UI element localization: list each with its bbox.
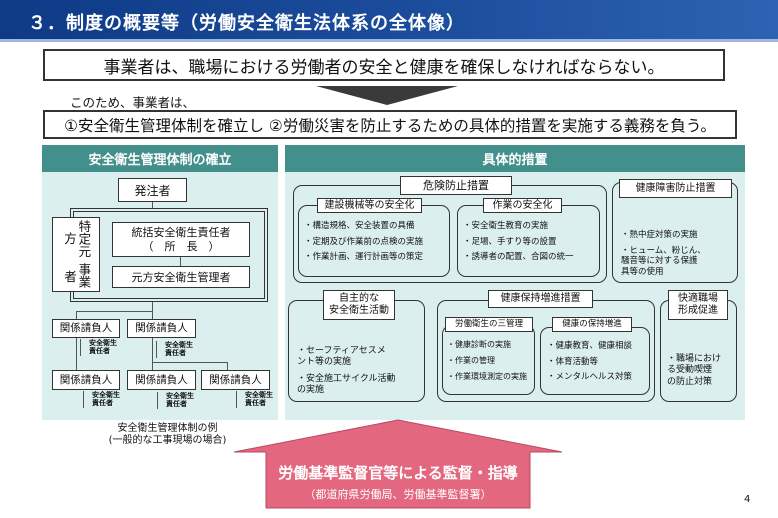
safety-officer-label: 安全衛生責任者 bbox=[236, 391, 273, 408]
subcontractor-box: 関係請負人 bbox=[127, 319, 196, 338]
subcontractor-box: 関係請負人 bbox=[127, 370, 196, 390]
measures-panel-title: 具体的措置 bbox=[285, 145, 745, 172]
subcontractor-box: 関係請負人 bbox=[201, 370, 270, 390]
intro-text: このため、事業者は、 bbox=[70, 95, 196, 110]
supervision-subtitle: （都道府県労働局、労働基準監督署） bbox=[304, 488, 492, 501]
voluntary-activity-title: 自主的な 安全衛生活動 bbox=[323, 290, 395, 320]
prime-manager-box: 元方安全衛生管理者 bbox=[112, 266, 250, 288]
health-maintenance-box: ・健康教育、健康相談・体育活動等・メンタルヘルス対策 bbox=[540, 327, 650, 395]
three-management-box: ・健康診断の実施・作業の管理・作業環境測定の実施 bbox=[442, 325, 535, 395]
machine-safety-box: ・構造規格、安全装置の具備・定期及び作業前の点検の実施・作業計画、運行計画等の策… bbox=[298, 205, 450, 277]
down-arrow-icon bbox=[316, 86, 458, 105]
subcontractor-box: 関係請負人 bbox=[52, 319, 120, 338]
slide-header: ３．制度の概要等（労働安全衛生法体系の全体像） bbox=[0, 0, 778, 42]
work-safety-title: 作業の安全化 bbox=[483, 198, 562, 213]
general-manager-box: 統括安全衛生責任者（ 所 長 ） bbox=[112, 222, 250, 257]
principle-box: 事業者は、職場における労働者の安全と健康を確保しなければならない。 bbox=[43, 49, 725, 81]
page-number: 4 bbox=[744, 494, 751, 505]
slide-title: ３．制度の概要等（労働安全衛生法体系の全体像） bbox=[28, 13, 465, 34]
safety-officer-label: 安全衛生責任者 bbox=[80, 339, 117, 356]
management-panel-title: 安全衛生管理体制の確立 bbox=[42, 145, 278, 172]
duties-box: ①安全衛生管理体制を確立し ②労働災害を防止するための具体的措置を実施する義務を… bbox=[43, 110, 737, 139]
prime-contractor-box: 特定元方事業者 bbox=[52, 217, 100, 292]
orderer-box: 発注者 bbox=[118, 178, 187, 202]
health-hazard-title: 健康障害防止措置 bbox=[619, 179, 732, 198]
safety-officer-label: 安全衛生責任者 bbox=[157, 392, 194, 409]
safety-officer-label: 安全衛生責任者 bbox=[83, 391, 120, 408]
management-caption: 安全衛生管理体制の例(一般的な工事現場の場合) bbox=[108, 423, 227, 446]
subcontractor-box: 関係請負人 bbox=[52, 370, 120, 390]
safety-officer-label: 安全衛生責任者 bbox=[156, 341, 193, 358]
machine-safety-title: 建設機械等の安全化 bbox=[317, 198, 422, 213]
supervision-title: 労働基準監督官等による監督・指導 bbox=[278, 464, 518, 482]
principle-text: 事業者は、職場における労働者の安全と健康を確保しなければならない。 bbox=[103, 57, 665, 78]
duties-text: ①安全衛生管理体制を確立し ②労働災害を防止するための具体的措置を実施する義務を… bbox=[64, 116, 716, 135]
danger-prevention-title: 危険防止措置 bbox=[400, 176, 512, 195]
three-management-title: 労働衛生の三管理 bbox=[445, 317, 533, 332]
health-maintenance-title: 健康の保持増進 bbox=[552, 317, 632, 332]
work-safety-box: ・安全衛生教育の実施・足場、手すり等の設置・誘導者の配置、合図の統一 bbox=[457, 205, 600, 277]
comfort-workplace-title: 快適職場 形成促進 bbox=[668, 290, 728, 320]
supervision-arrow-icon bbox=[233, 419, 563, 509]
health-promotion-title: 健康保持増進措置 bbox=[488, 290, 593, 308]
